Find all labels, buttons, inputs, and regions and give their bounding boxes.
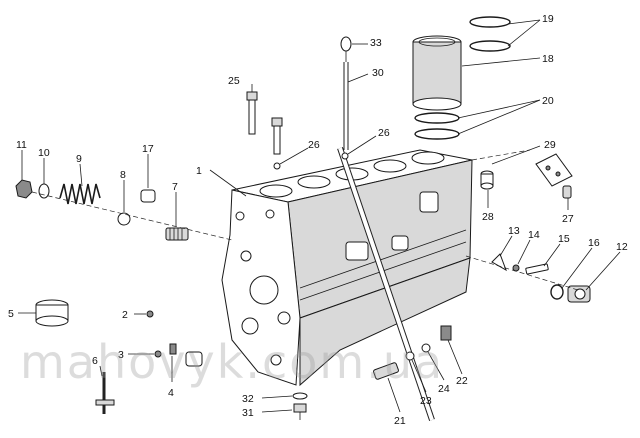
liner-o-rings bbox=[469, 16, 511, 52]
callout-2: 2 bbox=[122, 309, 128, 321]
plug-nut bbox=[440, 325, 452, 341]
callout-32: 32 bbox=[242, 393, 254, 405]
cylinder-block bbox=[221, 149, 473, 387]
cylinder-liner bbox=[412, 35, 462, 111]
drain-plug bbox=[292, 392, 308, 420]
cover-plate bbox=[535, 153, 573, 187]
cup-plug bbox=[140, 189, 156, 203]
leader-lines bbox=[18, 19, 621, 413]
callout-24: 24 bbox=[438, 383, 450, 395]
callout-26: 26 bbox=[308, 139, 320, 151]
coil-spring bbox=[59, 183, 101, 205]
small-plug bbox=[146, 310, 154, 318]
o-ring bbox=[405, 351, 415, 361]
callout-8: 8 bbox=[120, 169, 126, 181]
callout-27: 27 bbox=[562, 213, 574, 225]
callout-25: 25 bbox=[228, 75, 240, 87]
callout-30: 30 bbox=[372, 67, 384, 79]
callout-14: 14 bbox=[528, 229, 540, 241]
small-plug bbox=[154, 350, 162, 358]
bushing bbox=[35, 299, 69, 327]
fitting bbox=[373, 362, 399, 380]
bracket bbox=[491, 253, 507, 272]
stud-bolt bbox=[246, 91, 258, 135]
callout-4: 4 bbox=[168, 387, 174, 399]
stud-bolt bbox=[271, 117, 283, 155]
callout-9: 9 bbox=[76, 153, 82, 165]
cylinder-bores bbox=[259, 151, 445, 198]
callout-13: 13 bbox=[508, 225, 520, 237]
washer bbox=[512, 264, 520, 272]
plug-fitting bbox=[169, 343, 203, 367]
o-ring bbox=[421, 343, 431, 353]
callout-10: 10 bbox=[38, 147, 50, 159]
dipstick bbox=[340, 36, 352, 62]
pin bbox=[480, 170, 494, 190]
washer bbox=[38, 183, 50, 199]
callout-15: 15 bbox=[558, 233, 570, 245]
callout-12: 12 bbox=[616, 241, 628, 253]
callout-31: 31 bbox=[242, 407, 254, 419]
callout-1: 1 bbox=[196, 165, 202, 177]
callout-23: 23 bbox=[420, 395, 432, 407]
callout-26: 26 bbox=[378, 127, 390, 139]
callout-3: 3 bbox=[118, 349, 124, 361]
steel-ball bbox=[117, 212, 131, 226]
hex-nut bbox=[15, 179, 33, 199]
screw bbox=[562, 185, 572, 199]
callout-18: 18 bbox=[542, 53, 554, 65]
washer bbox=[273, 162, 281, 170]
callout-labels: 1 2 3 4 5 6 7 8 9 10 11 12 13 14 15 16 1… bbox=[8, 13, 628, 427]
callout-5: 5 bbox=[8, 308, 14, 320]
callout-21: 21 bbox=[394, 415, 406, 427]
callout-11: 11 bbox=[16, 139, 27, 151]
threaded-plug bbox=[165, 227, 189, 241]
elbow-fitting bbox=[567, 285, 591, 303]
callout-22: 22 bbox=[456, 375, 468, 387]
seal-ring bbox=[550, 284, 564, 300]
washer bbox=[341, 152, 349, 160]
callout-16: 16 bbox=[588, 237, 600, 249]
watermark-text: mahovyk.com.ua bbox=[20, 335, 444, 389]
callout-33: 33 bbox=[370, 37, 382, 49]
bolt bbox=[95, 372, 115, 414]
bolt bbox=[525, 263, 549, 275]
callout-29: 29 bbox=[544, 139, 556, 151]
callout-6: 6 bbox=[92, 355, 98, 367]
callout-17: 17 bbox=[142, 143, 154, 155]
callout-20: 20 bbox=[542, 95, 554, 107]
callout-19: 19 bbox=[542, 13, 554, 25]
liner-seal-rings bbox=[414, 112, 460, 140]
callout-28: 28 bbox=[482, 211, 494, 223]
callout-7: 7 bbox=[172, 181, 178, 193]
